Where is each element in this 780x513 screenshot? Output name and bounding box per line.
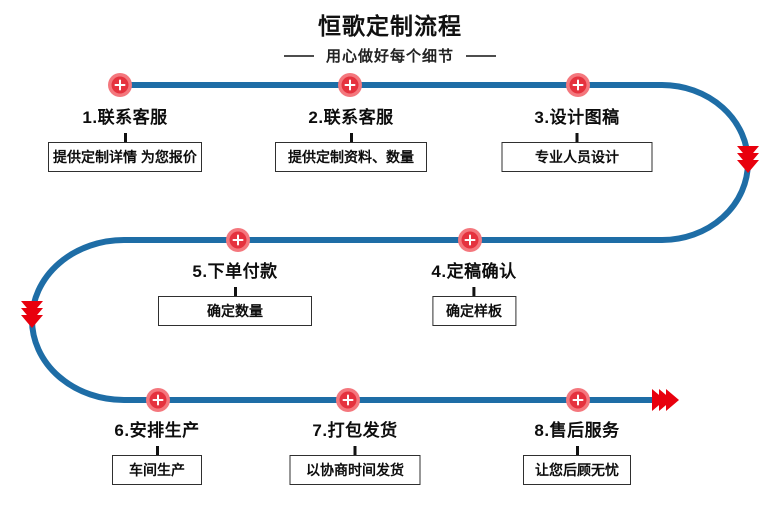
step-7: 7.打包发货 以协商时间发货 [289,419,421,485]
step-title: 2.联系客服 [308,108,394,127]
step-2: 2.联系客服 提供定制资料、数量 [275,106,427,172]
flow-node-1 [108,73,132,97]
step-note-box: 提供定制资料、数量 [275,142,427,172]
connector-tick [575,133,579,142]
step-title: 6.安排生产 [114,421,200,440]
step-title: 3.设计图稿 [534,108,620,127]
plus-icon [232,234,244,246]
flow-node-4 [458,228,482,252]
step-8: 8.售后服务 让您后顾无忧 [523,419,631,485]
connector-tick [155,446,159,455]
step-note-box: 以协商时间发货 [289,455,421,485]
flow-node-3 [566,73,590,97]
step-note-box: 让您后顾无忧 [523,455,631,485]
subtitle-right-dash [466,54,496,57]
step-1: 1.联系客服 提供定制详情 为您报价 [48,106,202,172]
step-title: 1.联系客服 [82,108,168,127]
step-note-box: 车间生产 [112,455,202,485]
plus-icon [572,79,584,91]
step-5: 5.下单付款 确定数量 [158,260,312,326]
connector-tick [353,446,357,455]
flow-node-8 [566,388,590,412]
connector-tick [123,133,127,142]
step-note-box: 确定样板 [432,296,516,326]
step-6: 6.安排生产 车间生产 [112,419,202,485]
path-end-right-arrow-icon [652,389,679,411]
subtitle-left-dash [283,54,314,57]
subtitle-text: 用心做好每个细节 [325,48,454,65]
step-note-box: 专业人员设计 [501,142,653,172]
right-curve-down-arrow-icon [737,146,759,173]
plus-icon [114,79,126,91]
page-title: 恒歌定制流程 [318,13,462,39]
flow-node-7 [336,388,360,412]
plus-icon [152,394,164,406]
step-title: 4.定稿确认 [431,262,517,281]
step-title: 7.打包发货 [312,421,398,440]
step-title: 8.售后服务 [534,421,620,440]
flow-path-line [29,82,751,403]
plus-icon [342,394,354,406]
plus-icon [464,234,476,246]
flow-node-5 [226,228,250,252]
flow-node-6 [146,388,170,412]
plus-icon [572,394,584,406]
flow-node-2 [338,73,362,97]
step-3: 3.设计图稿 专业人员设计 [501,106,653,172]
connector-tick [349,133,353,142]
connector-tick [233,287,237,296]
connector-tick [472,287,476,296]
step-note-box: 确定数量 [158,296,312,326]
plus-icon [344,79,356,91]
left-curve-down-arrow-icon [21,301,43,328]
step-note-box: 提供定制详情 为您报价 [48,142,202,172]
header: 恒歌定制流程 用心做好每个细节 [0,12,780,66]
step-4: 4.定稿确认 确定样板 [431,260,516,326]
step-title: 5.下单付款 [192,262,278,281]
connector-tick [575,446,579,455]
subtitle: 用心做好每个细节 [0,45,780,66]
